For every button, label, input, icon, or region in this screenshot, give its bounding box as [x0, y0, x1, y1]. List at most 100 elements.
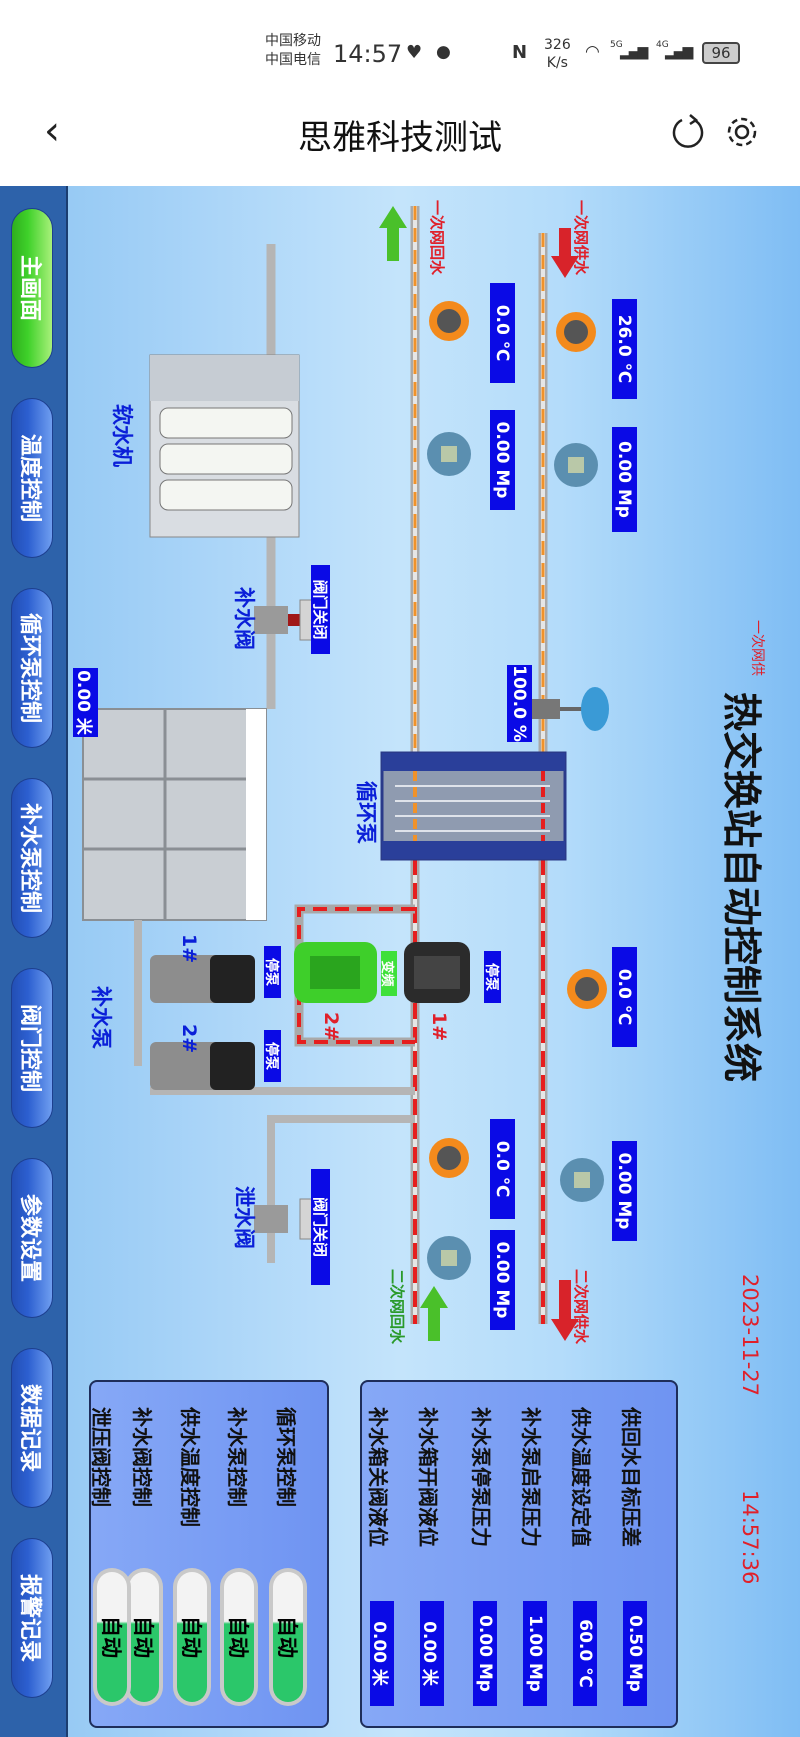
- secondary-supply-temp: 0.0 ℃: [612, 947, 637, 1047]
- water-softener-icon: [149, 354, 300, 538]
- tank-level: 0.00 米: [73, 668, 98, 737]
- primary-return-label: 一次网回水: [428, 200, 446, 276]
- makeup-pump-2-status[interactable]: 停泵: [264, 1030, 281, 1082]
- param-value[interactable]: 1.00 Mp: [523, 1601, 547, 1706]
- temperature-transmitter-icon: [429, 1138, 469, 1178]
- nav-makeup-pump-control[interactable]: 补水泵控制: [11, 778, 53, 938]
- pressure-transmitter-icon: [427, 432, 471, 476]
- speed-unit: K/s: [546, 55, 568, 71]
- scada-title: 热交换站自动控制系统: [718, 692, 763, 1083]
- param-value[interactable]: 0.00 米: [420, 1601, 444, 1706]
- nav-alarm-records[interactable]: 报警记录: [11, 1538, 53, 1698]
- makeup-valve-status[interactable]: 阀门关闭: [311, 565, 330, 654]
- net-5g: 5G: [610, 40, 623, 50]
- carrier-2: 中国电信: [265, 52, 321, 68]
- pressure-transmitter-icon: [560, 1158, 604, 1202]
- param-label: 补水泵启泵压力: [519, 1407, 543, 1547]
- carrier-1: 中国移动: [265, 33, 321, 49]
- mode-toggle[interactable]: 自动: [173, 1568, 211, 1706]
- nav-valve-control[interactable]: 阀门控制: [11, 968, 53, 1128]
- param-value[interactable]: 0.00 米: [370, 1601, 394, 1706]
- network-speed: 326 K/s: [544, 36, 571, 72]
- back-button[interactable]: ‹: [44, 108, 60, 154]
- param-label: 补水泵停泵压力: [469, 1407, 493, 1547]
- primary-return-pressure: 0.00 Mp: [490, 410, 515, 510]
- makeup-pump-label: 补水泵: [89, 986, 113, 1049]
- circulation-pump-2-icon: [294, 942, 377, 1003]
- refresh-icon: [672, 114, 704, 148]
- mode-label: 补水阀控制: [130, 1407, 154, 1507]
- scada-viewport: 热交换站自动控制系统 一次网供 2023-11-27 14:57:36 一次网回…: [0, 186, 800, 1737]
- status-time: 14:57: [333, 40, 403, 68]
- gear-icon: [727, 117, 757, 147]
- secondary-supply-arrow-icon: [551, 1280, 579, 1341]
- primary-supply-tag: 一次网供: [749, 620, 765, 676]
- secondary-supply-label: 二次网供水: [572, 1269, 590, 1345]
- param-value[interactable]: 60.0 ℃: [573, 1601, 597, 1706]
- makeup-pump-2-icon: [150, 1042, 255, 1090]
- mode-toggle[interactable]: 自动: [220, 1568, 258, 1706]
- drain-valve-label: 泄水阀: [232, 1186, 256, 1249]
- param-value[interactable]: 0.50 Mp: [623, 1601, 647, 1706]
- circulation-pump-2-status[interactable]: 变频: [380, 951, 397, 996]
- speed-value: 326: [544, 37, 571, 53]
- nav-data-records[interactable]: 数据记录: [11, 1348, 53, 1508]
- process-diagram: [82, 206, 609, 1341]
- mode-state: 自动: [129, 1572, 159, 1702]
- mode-toggle[interactable]: 自动: [269, 1568, 307, 1706]
- secondary-return-temp: 0.0 ℃: [490, 1119, 515, 1219]
- nav-temperature-control[interactable]: 温度控制: [11, 398, 53, 558]
- control-valve-icon: [530, 687, 609, 731]
- page-title: 思雅科技测试: [298, 118, 502, 158]
- primary-return-temp: 0.0 ℃: [490, 283, 515, 383]
- mode-state: 自动: [273, 1572, 303, 1702]
- chevron-left-icon: ‹: [44, 108, 60, 154]
- param-label: 供水温度设定值: [569, 1407, 593, 1547]
- mode-state: 自动: [97, 1572, 127, 1702]
- primary-supply-pressure: 0.00 Mp: [612, 427, 637, 532]
- secondary-return-pressure: 0.00 Mp: [490, 1230, 515, 1330]
- circulation-pump-1-status[interactable]: 停泵: [484, 951, 501, 1003]
- nav-main-screen[interactable]: 主画面: [11, 208, 53, 368]
- makeup-pump-2-id: 2#: [178, 1024, 200, 1054]
- bottom-nav: 主画面 温度控制 循环泵控制 补水泵控制 阀门控制 参数设置 数据记录 报警记录: [0, 186, 68, 1737]
- circulation-pump-1-id: 1#: [428, 1012, 450, 1042]
- app-header: ‹ 思雅科技测试: [0, 90, 800, 186]
- pressure-transmitter-icon: [427, 1236, 471, 1280]
- valve-opening: 100.0 %: [507, 665, 532, 742]
- makeup-valve-label: 补水阀: [232, 587, 256, 650]
- wechat-icon: ●: [436, 42, 451, 62]
- nav-parameter-settings[interactable]: 参数设置: [11, 1158, 53, 1318]
- param-label: 补水箱开阀液位: [416, 1407, 440, 1547]
- temperature-transmitter-icon: [556, 312, 596, 352]
- clock-display: 14:57:36: [738, 1490, 762, 1585]
- param-label: 供回水目标压差: [619, 1407, 643, 1547]
- param-value[interactable]: 0.00 Mp: [473, 1601, 497, 1706]
- drain-valve-status[interactable]: 阀门关闭: [311, 1169, 330, 1285]
- nav-circulation-pump-control[interactable]: 循环泵控制: [11, 588, 53, 748]
- secondary-return-arrow-icon: [420, 1286, 448, 1341]
- circulation-pump-label: 循环泵: [354, 781, 378, 844]
- makeup-pump-1-status[interactable]: 停泵: [264, 946, 281, 998]
- circulation-pump-1-icon: [404, 942, 470, 1003]
- refresh-button[interactable]: [668, 112, 708, 152]
- param-label: 补水箱关阀液位: [366, 1407, 390, 1547]
- mode-label: 补水泵控制: [225, 1407, 249, 1507]
- settings-button[interactable]: [722, 112, 762, 152]
- temperature-transmitter-icon: [567, 969, 607, 1009]
- heart-icon: ♥: [406, 42, 423, 63]
- mode-toggle[interactable]: 自动: [93, 1568, 131, 1706]
- makeup-pump-1-icon: [150, 955, 255, 1003]
- net-4g: 4G: [656, 40, 669, 50]
- temperature-transmitter-icon: [429, 301, 469, 341]
- makeup-pump-1-id: 1#: [178, 934, 200, 964]
- signal-icon: ▂▄▆: [620, 44, 648, 60]
- water-tank-icon: [82, 708, 267, 921]
- mode-label: 泄压阀控制: [89, 1407, 113, 1507]
- signal-icon-2: ▂▄▆: [665, 44, 693, 60]
- drain-pipe: [267, 1115, 415, 1263]
- mode-label: 循环泵控制: [274, 1407, 298, 1507]
- control-mode-panel: 循环泵控制 自动 补水泵控制 自动 供水温度控制 自动 补水阀控制 自动 泄压阀…: [89, 1380, 329, 1728]
- pressure-transmitter-icon: [554, 443, 598, 487]
- primary-return-arrow-icon: [379, 206, 407, 261]
